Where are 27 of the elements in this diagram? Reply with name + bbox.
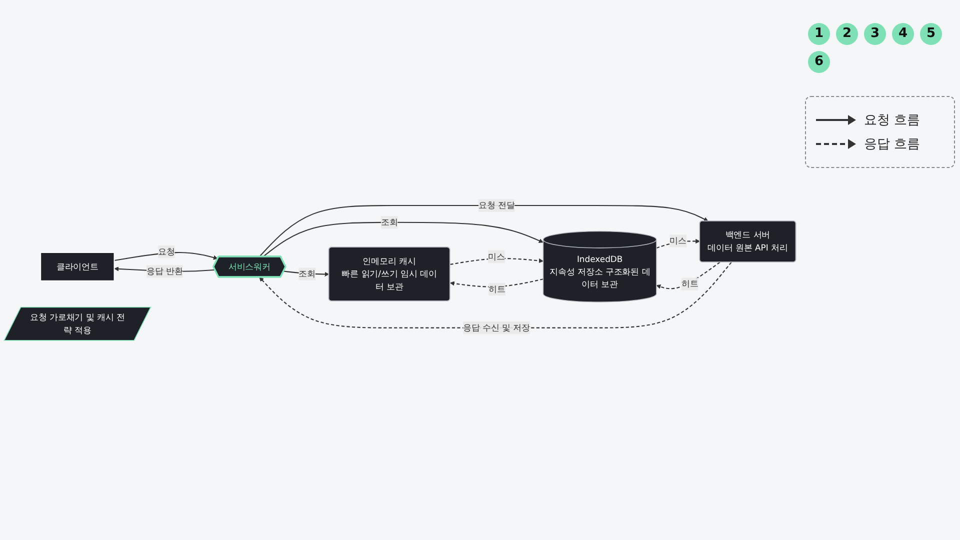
- step-number: 1: [808, 23, 830, 45]
- arrow: [450, 278, 544, 288]
- step-number: 3: [864, 23, 886, 45]
- edge-label: 히트: [488, 284, 506, 294]
- step-number: 6: [808, 51, 830, 73]
- arrow: [262, 222, 544, 258]
- edge-label: 조회: [298, 268, 316, 279]
- step-number: 2: [836, 23, 858, 45]
- arrow: [259, 205, 708, 258]
- arrow: [114, 252, 218, 262]
- arrow: [259, 262, 732, 329]
- legend-text: 요청 흐름: [864, 112, 920, 129]
- edge-label: 미스: [670, 236, 686, 246]
- arrow: [656, 262, 720, 290]
- arrow: [450, 258, 544, 266]
- edge-label: 조회: [380, 217, 398, 228]
- edge-label: 응답 반환: [146, 266, 183, 276]
- legend-text: 응답 흐름: [864, 136, 920, 153]
- step-number: 5: [920, 23, 942, 45]
- edge-label: 요청 전달: [478, 200, 515, 210]
- edge-label: 응답 수신 및 저장: [463, 322, 530, 333]
- arrow: [656, 239, 700, 249]
- node-box: 클라이언트: [40, 252, 115, 282]
- step-number: 4: [892, 23, 914, 45]
- edge-label: 요청: [158, 246, 175, 257]
- edge-label: 히트: [681, 278, 698, 289]
- edge-label: 미스: [488, 252, 505, 262]
